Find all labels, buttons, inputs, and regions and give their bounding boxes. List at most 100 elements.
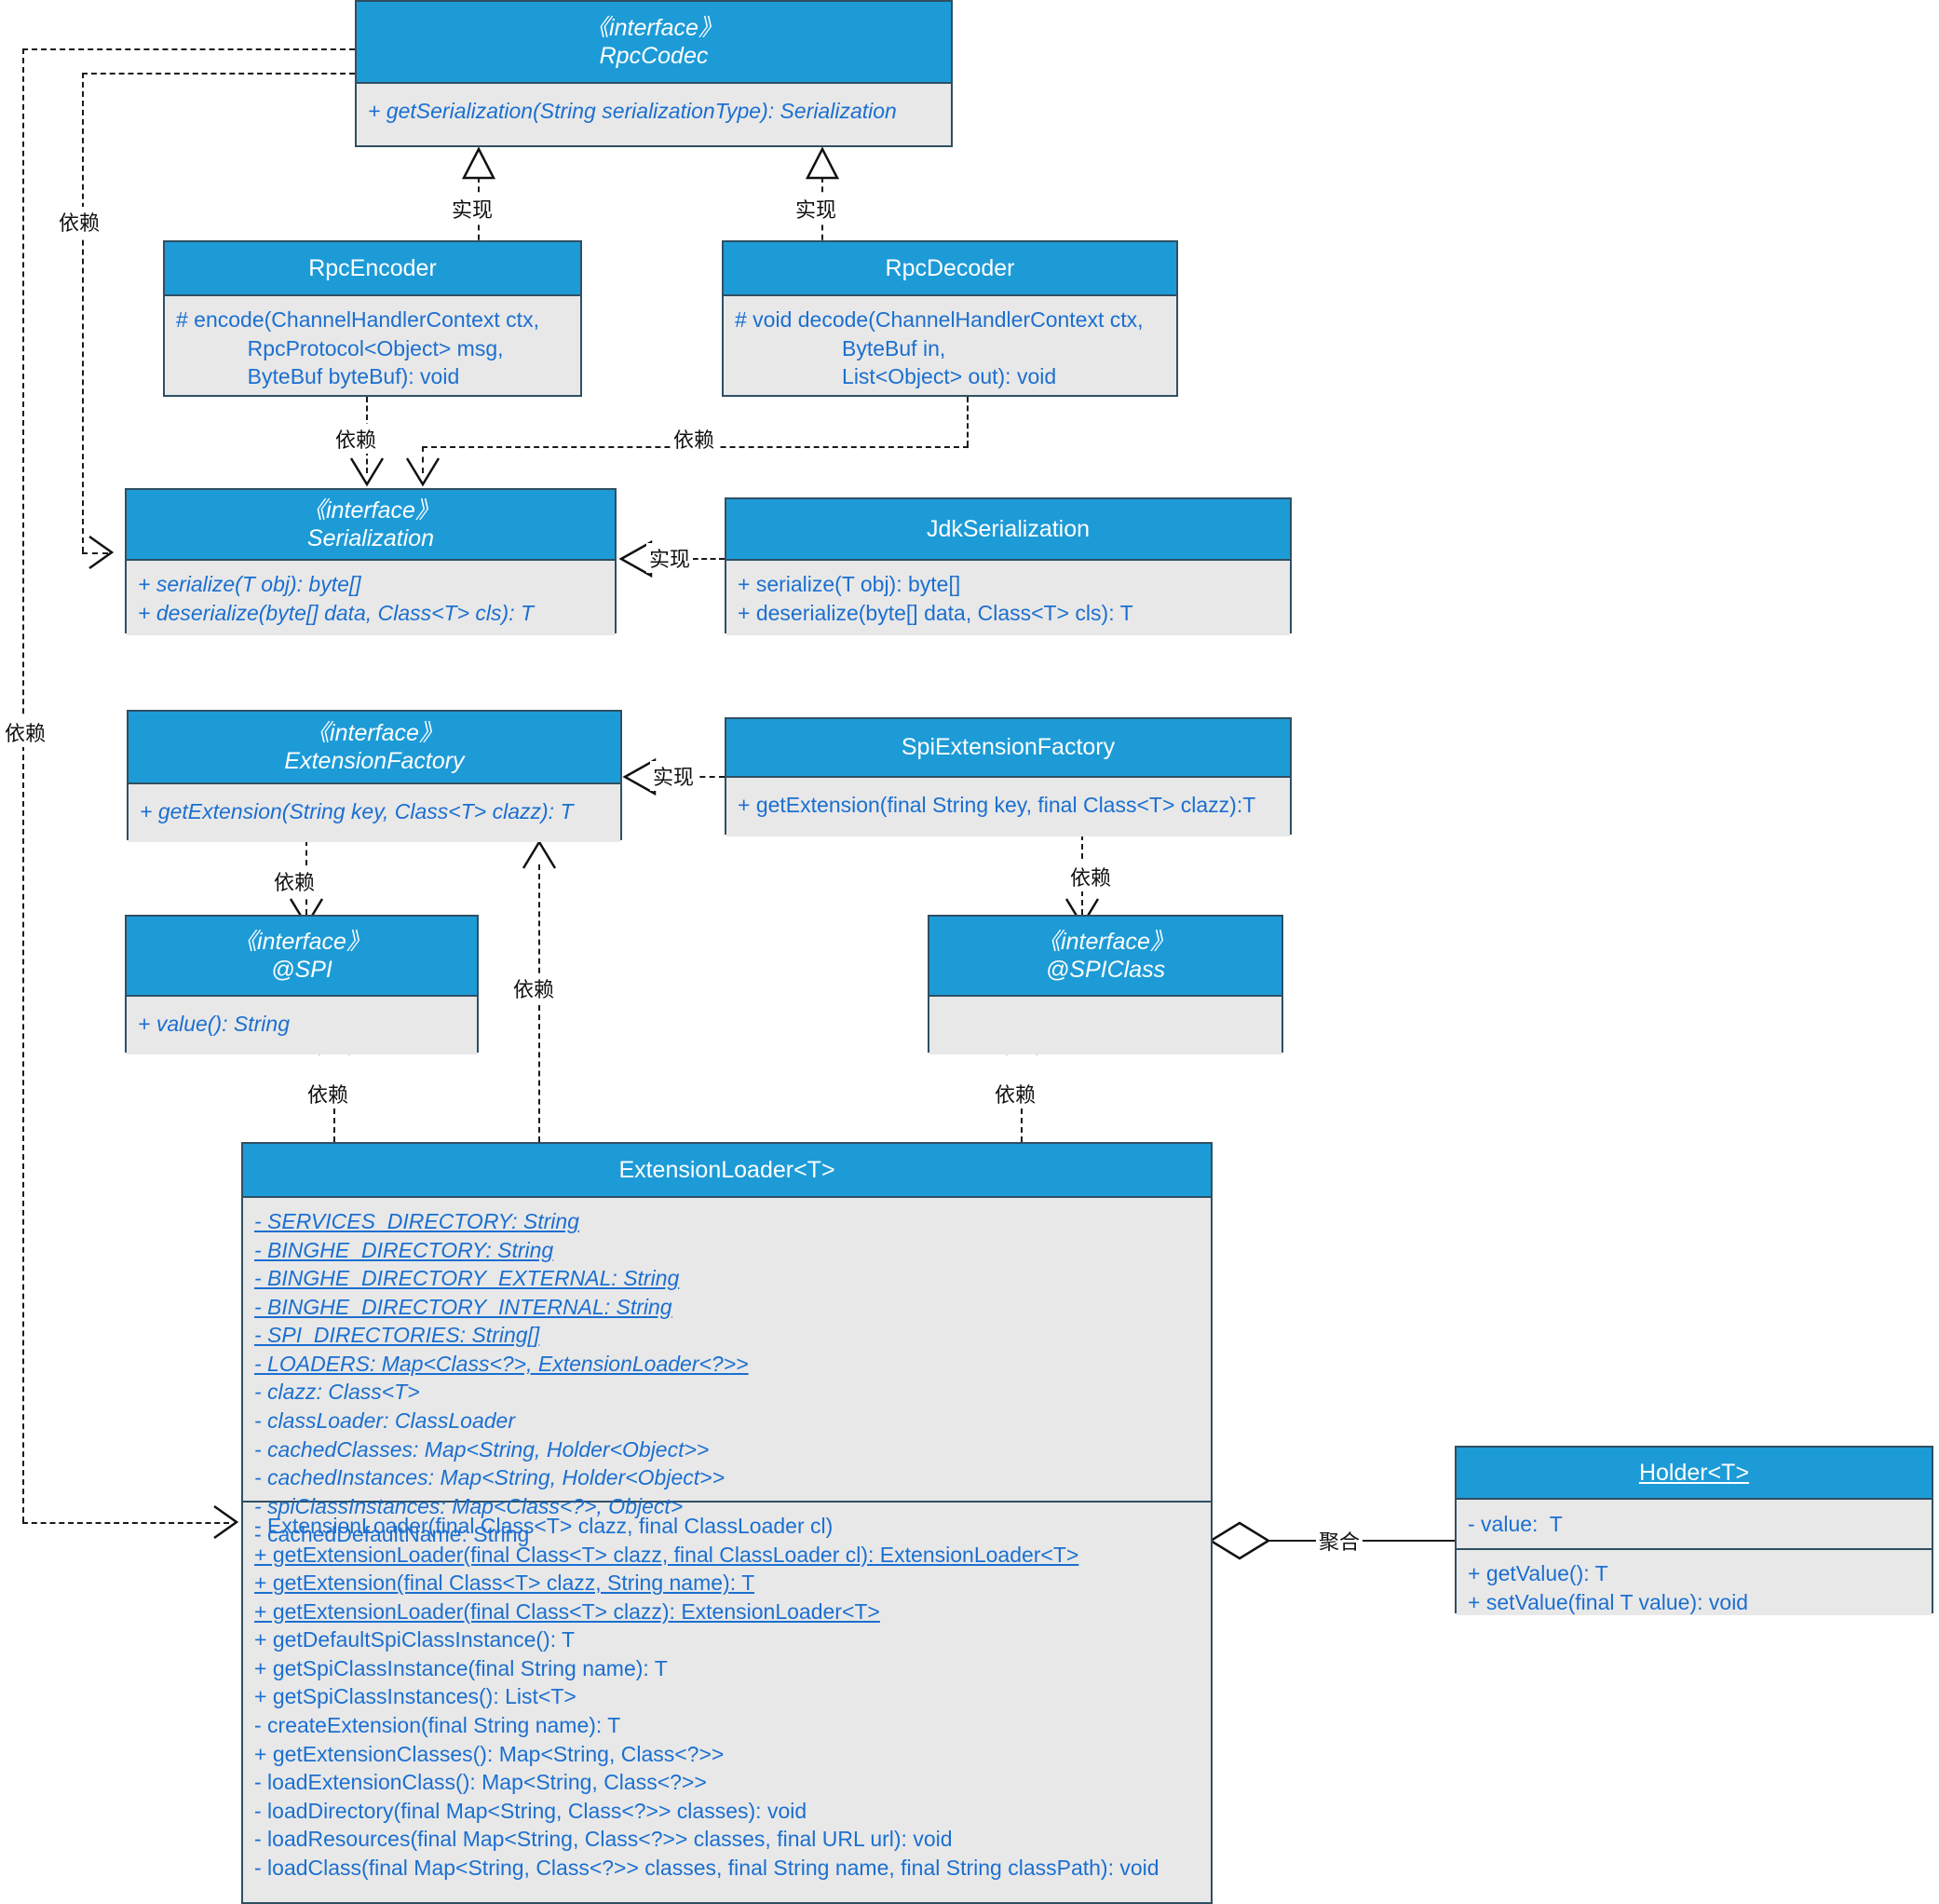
arrowhead-codec-to-serialization (88, 535, 125, 572)
stereotype-label: 《interface》 (1037, 928, 1173, 955)
class-header-spi-extension-factory: SpiExtensionFactory (726, 719, 1290, 778)
method-item: + getExtensionClasses(): Map<String, Cla… (254, 1741, 725, 1766)
class-methods-extension-factory: + getExtension(String key, Class<T> claz… (129, 784, 620, 842)
method-item: - createExtension(final String name): T (254, 1713, 621, 1738)
method-item: + getExtension(final Class<T> clazz, Str… (254, 1571, 755, 1596)
field-item: - SPI_DIRECTORIES: String[] (254, 1323, 540, 1348)
stereotype-label: 《interface》 (586, 14, 722, 41)
field-item: - cachedDefaultName: String (254, 1522, 530, 1547)
class-methods-spi: + value(): String (127, 997, 477, 1054)
method-item: - loadClass(final Map<String, Class<?>> … (254, 1855, 1159, 1880)
field-item: - classLoader: ClassLoader (254, 1408, 515, 1434)
method-item: ByteBuf byteBuf): void (176, 364, 460, 389)
class-fields-holder: - value: T (1457, 1500, 1932, 1548)
class-methods-serialization: + serialize(T obj): byte[] + deserialize… (127, 561, 615, 635)
edge-label-extensionfactory-spi: 依赖 (271, 866, 319, 896)
method-item: # encode(ChannelHandlerContext ctx, (176, 307, 539, 332)
method-item: # void decode(ChannelHandlerContext ctx, (735, 307, 1144, 332)
class-box-extension-factory[interactable]: 《interface》 ExtensionFactory + getExtens… (127, 710, 622, 842)
field-item: - LOADERS: Map<Class<?>, ExtensionLoader… (254, 1351, 749, 1376)
method-item: + getSpiClassInstance(final String name)… (254, 1655, 668, 1680)
method-item: + getExtension(final String key, final C… (738, 793, 1256, 817)
class-methods-rpc-codec: + getSerialization(String serializationT… (357, 84, 951, 145)
field-item: - spiClassInstances: Map<Class<?>, Objec… (254, 1493, 684, 1518)
method-item: + getSerialization(String serializationT… (368, 99, 897, 123)
method-item: + deserialize(byte[] data, Class<T> cls)… (138, 600, 535, 625)
stereotype-label: 《interface》 (234, 928, 370, 955)
class-header-serialization: 《interface》 Serialization (127, 490, 615, 561)
class-methods-spi-extension-factory: + getExtension(final String key, final C… (726, 778, 1290, 836)
method-item: ByteBuf in, (735, 335, 946, 360)
arrowhead-codec-to-extensionloader (212, 1504, 250, 1542)
class-header-rpc-codec: 《interface》 RpcCodec (357, 2, 951, 84)
edge-label-spifactory-extensionfactory: 实现 (650, 761, 698, 791)
stereotype-label: 《interface》 (306, 719, 442, 746)
method-item: - loadDirectory(final Map<String, Class<… (254, 1798, 807, 1823)
edge-label-extensionloader-spiclass: 依赖 (992, 1079, 1039, 1108)
method-item: + getExtension(String key, Class<T> claz… (140, 799, 574, 823)
edge-label-codec-extensionloader: 依赖 (2, 717, 49, 747)
class-box-spi[interactable]: 《interface》 @SPI + value(): String (125, 915, 479, 1054)
edge-label-extensionloader-spi: 依赖 (305, 1079, 352, 1108)
edge-label-codec-serialization: 依赖 (56, 207, 103, 237)
method-item: RpcProtocol<Object> msg, (176, 335, 504, 360)
method-item: + getExtensionLoader(final Class<T> claz… (254, 1542, 1079, 1567)
method-item: + serialize(T obj): byte[] (138, 572, 361, 596)
triangle-encoder-realizes-codec (460, 147, 497, 181)
class-box-rpc-encoder[interactable]: RpcEncoder # encode(ChannelHandlerContex… (163, 240, 582, 397)
field-item: - BINGHE_DIRECTORY_EXTERNAL: String (254, 1266, 680, 1291)
class-header-jdk-serialization: JdkSerialization (726, 499, 1290, 561)
class-name-label: @SPIClass (1045, 957, 1166, 983)
class-box-serialization[interactable]: 《interface》 Serialization + serialize(T … (125, 488, 617, 635)
class-header-extension-factory: 《interface》 ExtensionFactory (129, 712, 620, 784)
class-box-spi-class[interactable]: 《interface》 @SPIClass (928, 915, 1283, 1054)
class-name-label: Serialization (306, 525, 435, 551)
stereotype-label: 《interface》 (303, 496, 439, 524)
class-name-label: RpcDecoder (885, 254, 1015, 281)
class-methods-jdk-serialization: + serialize(T obj): byte[] + deserialize… (726, 561, 1290, 635)
class-box-holder[interactable]: Holder<T> - value: T + getValue(): T + s… (1455, 1446, 1933, 1615)
method-item: + serialize(T obj): byte[] (738, 572, 961, 596)
edge-label-extensionloader-holder: 聚合 (1316, 1526, 1363, 1556)
class-header-spi-class: 《interface》 @SPIClass (929, 917, 1281, 997)
edge-label-decoder-serialization: 依赖 (671, 424, 718, 454)
field-item: - SERVICES_DIRECTORY: String (254, 1209, 579, 1233)
arrowhead-decoder-to-serialization (404, 456, 441, 494)
method-item: + getExtensionLoader(final Class<T> claz… (254, 1598, 880, 1624)
method-item: - ExtensionLoader(final Class<T> clazz, … (254, 1514, 834, 1538)
class-header-spi: 《interface》 @SPI (127, 917, 477, 997)
edge-label-decoder-codec: 实现 (793, 194, 840, 224)
class-name-label: JdkSerialization (926, 515, 1091, 542)
diamond-extensionloader-aggregates-holder (1209, 1519, 1270, 1562)
class-name-label: ExtensionFactory (284, 748, 465, 774)
method-item: + setValue(final T value): void (1468, 1589, 1749, 1614)
method-item: + getValue(): T (1468, 1561, 1608, 1585)
field-item: - cachedInstances: Map<String, Holder<Ob… (254, 1465, 725, 1490)
edge-label-spifactory-spiclass: 依赖 (1067, 862, 1115, 891)
field-item: - cachedClasses: Map<String, Holder<Obje… (254, 1436, 710, 1462)
class-box-spi-extension-factory[interactable]: SpiExtensionFactory + getExtension(final… (725, 717, 1292, 836)
class-name-label: Holder<T> (1638, 1459, 1750, 1486)
class-box-rpc-decoder[interactable]: RpcDecoder # void decode(ChannelHandlerC… (722, 240, 1178, 397)
method-item: + deserialize(byte[] data, Class<T> cls)… (738, 600, 1133, 625)
class-name-label: ExtensionLoader<T> (618, 1156, 835, 1183)
method-item: - loadResources(final Map<String, Class<… (254, 1827, 953, 1852)
arrowhead-encoder-to-serialization (348, 456, 386, 494)
edge-label-encoder-codec: 实现 (449, 194, 496, 224)
class-name-label: @SPI (271, 957, 332, 983)
class-box-rpc-codec[interactable]: 《interface》 RpcCodec + getSerialization(… (355, 0, 953, 147)
edge-label-jdk-serialization: 实现 (646, 543, 694, 573)
class-box-jdk-serialization[interactable]: JdkSerialization + serialize(T obj): byt… (725, 497, 1292, 635)
class-methods-rpc-decoder: # void decode(ChannelHandlerContext ctx,… (724, 296, 1176, 395)
arrowhead-extensionloader-to-extensionfactory (521, 835, 558, 872)
field-item: - clazz: Class<T> (254, 1380, 420, 1405)
class-header-rpc-decoder: RpcDecoder (724, 242, 1176, 296)
field-item: - value: T (1468, 1512, 1563, 1536)
class-name-label: RpcCodec (599, 43, 709, 69)
edge-label-encoder-serialization: 依赖 (332, 424, 380, 454)
class-header-holder: Holder<T> (1457, 1448, 1932, 1500)
field-item: - BINGHE_DIRECTORY: String (254, 1237, 554, 1262)
class-box-extension-loader[interactable]: ExtensionLoader<T> - SERVICES_DIRECTORY:… (241, 1142, 1213, 1904)
method-item: List<Object> out): void (735, 364, 1057, 389)
